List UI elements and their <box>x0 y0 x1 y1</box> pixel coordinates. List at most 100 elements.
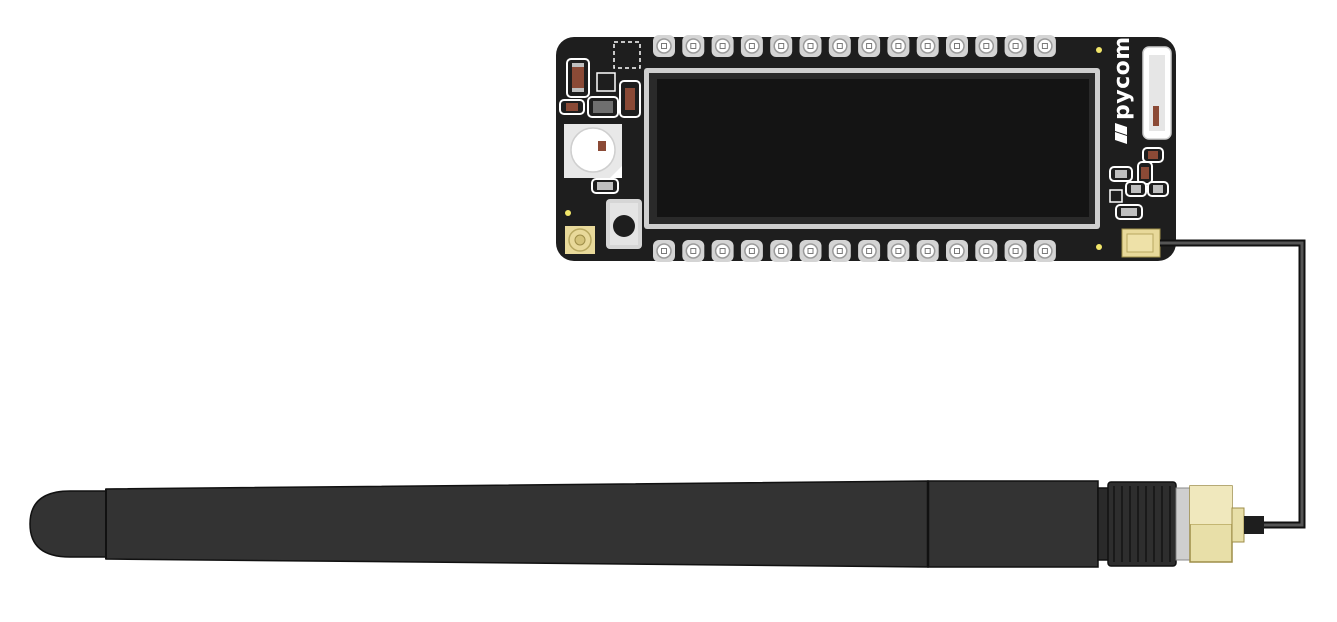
pin-hole <box>924 248 931 254</box>
pin-hole <box>719 43 726 49</box>
pin-hole <box>924 43 931 49</box>
pin-hole <box>895 248 902 254</box>
pin-ring <box>861 38 877 54</box>
pin-ring <box>714 38 731 54</box>
resistor-body <box>597 182 613 190</box>
pin-hole <box>954 248 960 254</box>
pin-ring <box>656 243 672 259</box>
antenna <box>29 480 1264 568</box>
pin-ring <box>773 243 789 259</box>
pin-ring <box>1037 38 1053 54</box>
left-components <box>559 41 642 254</box>
antenna-tip <box>29 490 109 558</box>
led-indicator <box>1096 244 1102 250</box>
pin-ring <box>978 243 995 259</box>
resistor-body <box>1148 151 1158 159</box>
pin-hole <box>954 43 960 49</box>
pin-ring <box>802 38 819 54</box>
pin-ring <box>685 243 702 259</box>
reset-button-cap <box>613 215 635 237</box>
chip-outline-small <box>1109 189 1123 203</box>
pin-hole <box>661 248 667 254</box>
oled-display <box>644 68 1100 229</box>
pin-ring <box>773 38 789 54</box>
pin-header-top <box>653 35 1056 57</box>
sma-hex-face <box>1190 486 1232 524</box>
pin-hole <box>807 248 814 254</box>
dev-board: pycom <box>556 35 1176 262</box>
pin-hole <box>836 43 843 49</box>
knurled-nut <box>1107 481 1177 567</box>
pin-ring <box>1007 243 1024 259</box>
led-indicator <box>1096 47 1102 53</box>
pin-hole <box>690 248 697 254</box>
pin-ring <box>714 243 731 259</box>
cable-core <box>1160 241 1304 527</box>
pin-ring <box>744 243 760 259</box>
pin-hole <box>1012 43 1019 49</box>
logo-mark <box>1115 132 1127 144</box>
antenna-body <box>105 480 929 568</box>
pin-hole <box>983 43 990 49</box>
resistor-body <box>1115 170 1127 178</box>
pin-ring <box>656 38 672 54</box>
pin-ring <box>832 243 848 259</box>
pin-ring <box>685 38 702 54</box>
buzzer-corner <box>610 166 622 178</box>
pin-hole <box>661 43 667 49</box>
pin-hole <box>1012 248 1019 254</box>
pin-ring <box>949 38 965 54</box>
pin-hole <box>748 248 755 254</box>
display-screen <box>657 79 1089 217</box>
antenna-cable <box>1160 239 1306 529</box>
pin-ring <box>1037 243 1053 259</box>
diode-body <box>593 101 613 113</box>
pin-ring <box>919 243 936 259</box>
brand-text: pycom <box>1110 36 1135 120</box>
logo-mark <box>1115 123 1127 135</box>
ufl-center <box>574 234 586 246</box>
pin-ring <box>890 38 907 54</box>
pin-hole <box>748 43 755 49</box>
pin-hole <box>778 248 785 254</box>
pin-hole <box>690 43 697 49</box>
pin-hole <box>866 43 873 49</box>
pin-ring <box>919 38 936 54</box>
pin-hole <box>807 43 814 49</box>
pin-ring <box>802 243 819 259</box>
pin-ring <box>832 38 848 54</box>
pin-header-bottom <box>653 240 1056 262</box>
resistor-body <box>1153 185 1163 193</box>
pin-ring <box>890 243 907 259</box>
led-indicator <box>565 210 571 216</box>
antenna-joint <box>927 480 1099 568</box>
capacitor-body <box>572 66 584 90</box>
pin-hole <box>1041 248 1048 254</box>
chip-outline <box>613 41 641 69</box>
switch-knob <box>1153 106 1159 126</box>
buzzer-mark <box>598 141 606 151</box>
chip-outline-small <box>596 72 616 92</box>
right-components: pycom <box>1096 36 1172 258</box>
capacitor-end <box>572 63 584 67</box>
ufl-connector-inner <box>1126 233 1154 253</box>
capacitor-body <box>625 88 635 110</box>
pin-hole <box>1041 43 1048 49</box>
sma-neck <box>1231 507 1245 543</box>
pin-ring <box>1007 38 1024 54</box>
pin-ring <box>978 38 995 54</box>
resistor-body <box>1131 185 1141 193</box>
resistor-body <box>566 103 578 111</box>
pin-hole <box>895 43 902 49</box>
strain-relief <box>1244 516 1264 534</box>
capacitor-end <box>572 88 584 92</box>
pin-hole <box>866 248 873 254</box>
pin-hole <box>719 248 726 254</box>
cable-line <box>1160 239 1306 529</box>
resistor-body <box>1121 208 1137 216</box>
knurl-ridges <box>1113 486 1171 562</box>
pin-hole <box>836 248 843 254</box>
pin-hole <box>778 43 785 49</box>
buzzer-disc <box>570 127 616 173</box>
